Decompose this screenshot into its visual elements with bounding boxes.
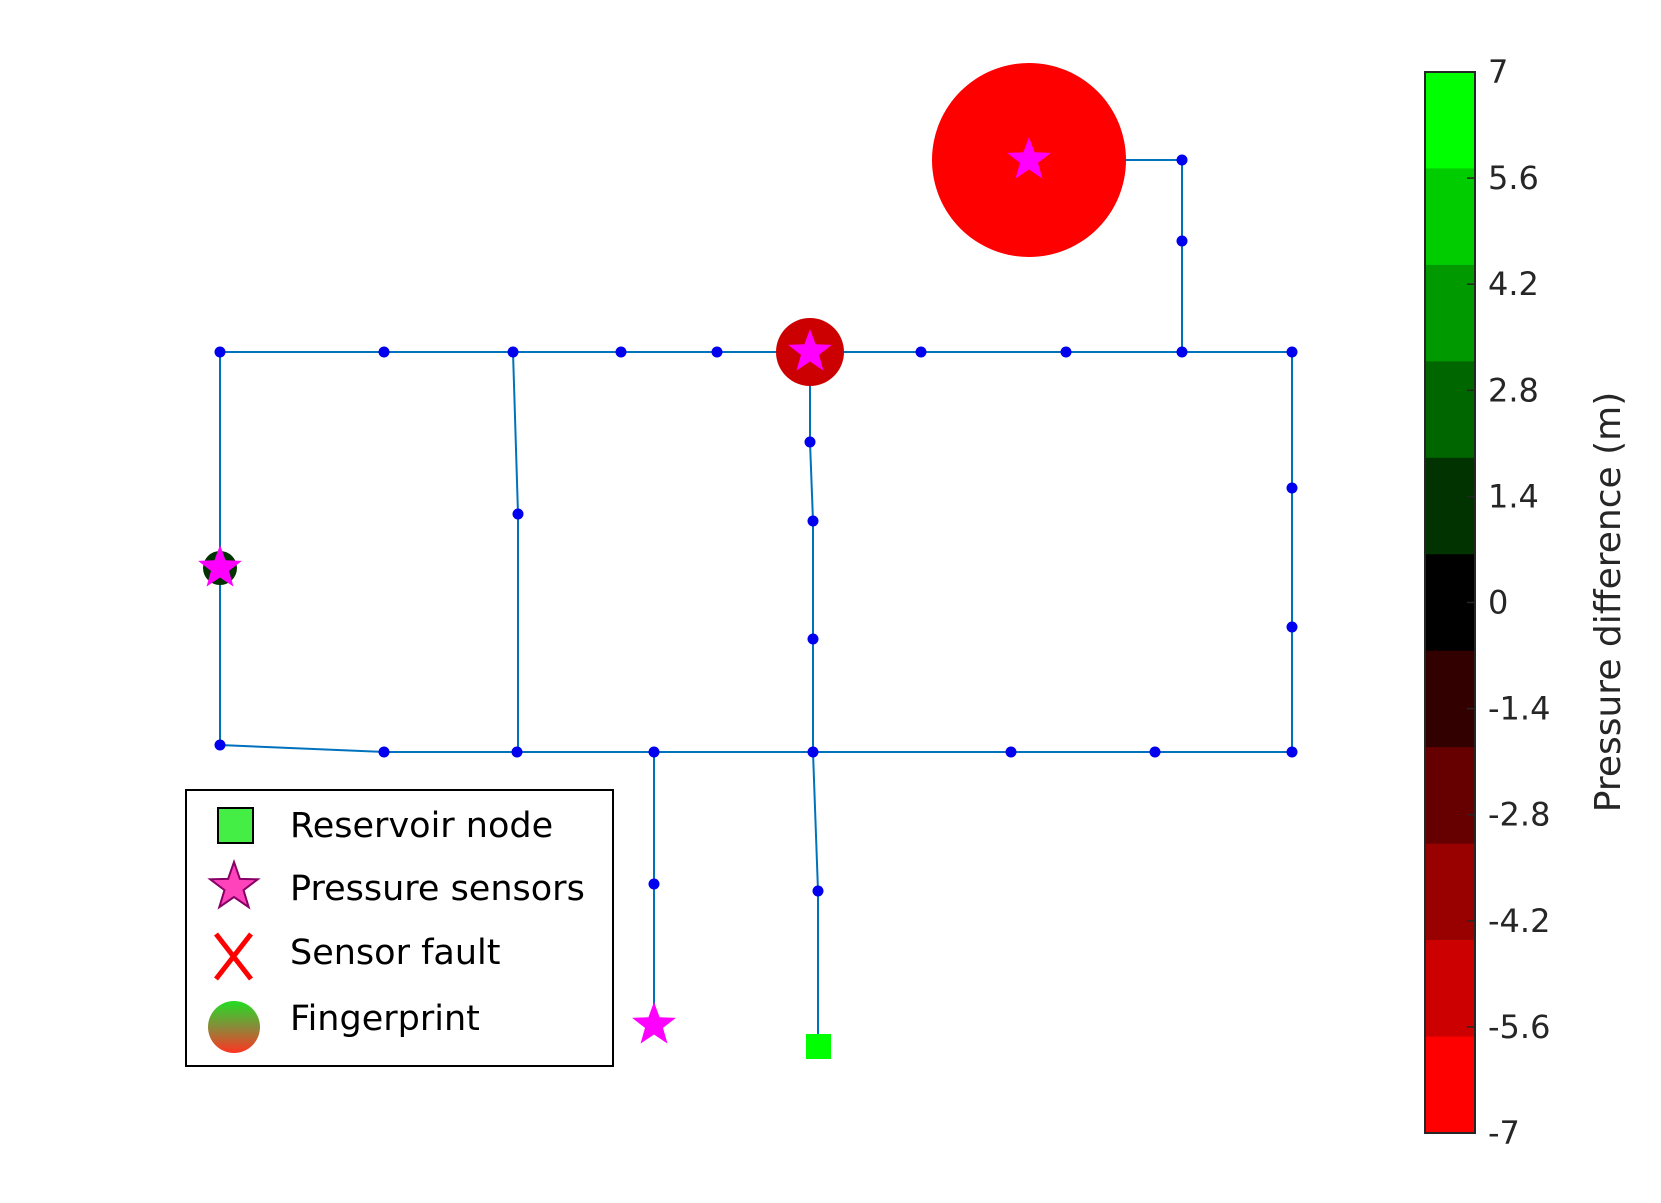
junction-node (711, 346, 723, 358)
junction-node (615, 346, 627, 358)
colorbar-tick-label: -7 (1488, 1114, 1520, 1152)
legend-label-sensors: Pressure sensors (290, 869, 585, 909)
colorbar-segment (1425, 264, 1475, 362)
junction-node (807, 515, 819, 527)
colorbar-tick-label: 0 (1488, 584, 1508, 622)
junction-node (1176, 154, 1188, 166)
junction-node (1149, 746, 1161, 758)
fingerprint-circles (203, 63, 1126, 585)
reservoir-node (806, 1034, 831, 1059)
pressure-sensor-star (632, 1002, 676, 1044)
colorbar-tick-label: -1.4 (1488, 690, 1550, 728)
junction-node (378, 746, 390, 758)
colorbar-tick-label: 1.4 (1488, 477, 1539, 515)
junction-node (511, 746, 523, 758)
pipe (809, 352, 819, 1046)
colorbar: 7 5.6 4.2 2.8 1.4 0 -1.4 -2.8 -4.2 -5.6 -7 Pressur… (1424, 53, 1629, 1152)
junction-node (1176, 235, 1188, 247)
pipe (512, 351, 519, 752)
junction-node (807, 746, 819, 758)
legend: Reservoir node Pressure sensors Sensor f… (185, 789, 614, 1067)
junction-node (1286, 482, 1298, 494)
colorbar-tick-label: -5.6 (1488, 1008, 1550, 1046)
junction-nodes (214, 154, 1298, 897)
colorbar-segment (1425, 168, 1475, 266)
junction-node (1176, 346, 1188, 358)
reservoir-square-icon (217, 807, 254, 844)
junction-node (1286, 621, 1298, 633)
junction-node (1286, 346, 1298, 358)
legend-box (185, 789, 614, 1067)
junction-node (812, 885, 824, 897)
pressure-sensor-star (788, 329, 832, 371)
gradient-circle-icon (208, 1001, 260, 1053)
junction-node (807, 633, 819, 645)
reservoir-square (806, 1034, 831, 1059)
junction-node (1005, 746, 1017, 758)
pressure-sensor-markers (198, 137, 1051, 1044)
colorbar-segment (1425, 554, 1475, 652)
junction-node (1060, 346, 1072, 358)
star-icon (207, 858, 261, 910)
colorbar-title: Pressure difference (m) (1588, 392, 1629, 813)
colorbar-segment (1425, 843, 1475, 941)
junction-node (214, 739, 226, 751)
colorbar-ticks: 7 5.6 4.2 2.8 1.4 0 -1.4 -2.8 -4.2 -5.6 -7 (1467, 53, 1550, 1152)
colorbar-segments (1425, 72, 1475, 1134)
legend-label-reservoir: Reservoir node (290, 806, 553, 846)
junction-node (214, 346, 226, 358)
junction-node (648, 878, 660, 890)
junction-node (804, 436, 816, 448)
colorbar-tick-label: 5.6 (1488, 159, 1539, 197)
colorbar-segment (1425, 457, 1475, 555)
colorbar-tick-label: 7 (1488, 53, 1508, 91)
colorbar-tick-label: 2.8 (1488, 371, 1539, 409)
junction-node (915, 346, 927, 358)
colorbar-segment (1425, 1036, 1475, 1134)
junction-node (648, 746, 660, 758)
junction-node (378, 346, 390, 358)
pressure-sensor-star (1007, 137, 1051, 179)
junction-node (512, 508, 524, 520)
colorbar-tick-label: -4.2 (1488, 902, 1550, 940)
red-x-icon (214, 932, 253, 981)
colorbar-tick-label: -2.8 (1488, 796, 1550, 834)
colorbar-tick-label: 4.2 (1488, 265, 1539, 303)
colorbar-segment (1425, 747, 1475, 845)
pipe (219, 352, 1292, 753)
colorbar-segment (1425, 361, 1475, 459)
junction-node (1286, 746, 1298, 758)
colorbar-segment (1425, 940, 1475, 1038)
colorbar-segment (1425, 650, 1475, 748)
junction-node (507, 346, 519, 358)
colorbar-segment (1425, 72, 1475, 170)
legend-label-fault: Sensor fault (290, 933, 501, 973)
legend-label-fingerprint: Fingerprint (290, 999, 480, 1039)
pressure-sensor-star (198, 545, 242, 587)
